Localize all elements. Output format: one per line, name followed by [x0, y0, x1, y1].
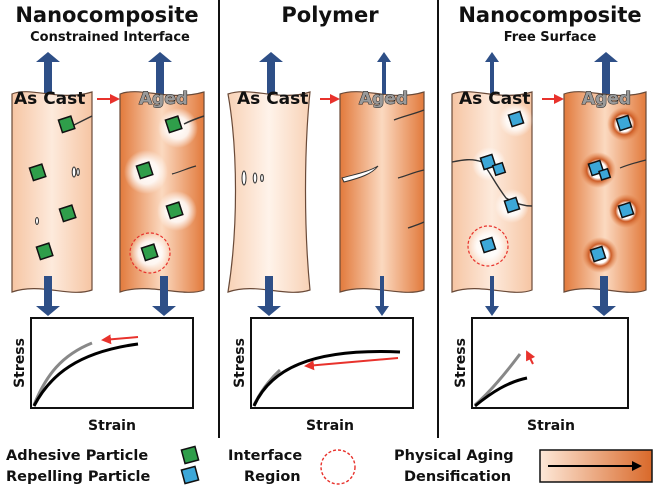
- panel-polymer: Polymer As Cast Aged Strain Stress: [227, 3, 425, 434]
- shift-arrow: [101, 334, 139, 345]
- crack: [407, 221, 425, 229]
- tension-arrow-down: [152, 276, 176, 316]
- void: [76, 168, 80, 176]
- crack: [393, 109, 425, 121]
- crack: [451, 159, 533, 207]
- interface-region-marker: [467, 225, 509, 267]
- panel-title: Nanocomposite: [458, 3, 641, 27]
- legend-interface-label-2: Region: [244, 469, 301, 485]
- tension-arrow-down: [485, 276, 499, 316]
- x-axis-label: Strain: [527, 418, 575, 434]
- tension-arrow-down: [375, 276, 389, 316]
- repelling-particle: [598, 167, 612, 181]
- legend-repelling-swatch: [180, 465, 200, 485]
- adhesive-particle: [57, 115, 76, 134]
- void: [241, 170, 247, 186]
- legend-adhesive-swatch: [180, 445, 200, 465]
- legend-interface-swatch: [320, 449, 356, 485]
- adhesive-particle: [164, 115, 183, 134]
- tension-arrow-down: [36, 276, 60, 316]
- state-label-aged: Aged: [359, 89, 408, 109]
- stress-strain-plot: [30, 317, 194, 409]
- tension-arrow-up: [377, 52, 391, 94]
- tension-arrow-up: [594, 52, 618, 94]
- legend-aging-label-1: Physical Aging: [394, 448, 514, 464]
- curve-aged: [474, 376, 528, 408]
- legend-repelling-label: Repelling Particle: [6, 469, 151, 485]
- legend-interface-label-1: Interface: [228, 448, 302, 464]
- legend: Adhesive Particle Repelling Particle Int…: [6, 445, 653, 485]
- state-label-as-cast: As Cast: [459, 89, 530, 109]
- adhesive-particle: [35, 242, 54, 261]
- repelling-particle: [589, 245, 607, 263]
- legend-adhesive-label: Adhesive Particle: [6, 448, 148, 464]
- panel-title: Polymer: [281, 3, 379, 27]
- tension-arrow-down: [592, 276, 616, 316]
- panel-subtitle: Constrained Interface: [30, 30, 190, 45]
- void: [260, 174, 264, 182]
- repelling-particle: [615, 114, 633, 132]
- tension-arrow-up: [148, 52, 172, 94]
- void: [252, 172, 258, 184]
- film-aged: [339, 91, 425, 293]
- tension-arrow-down: [257, 276, 281, 316]
- curve-as-cast: [32, 341, 93, 406]
- film-aged: [563, 91, 647, 293]
- adhesive-particle: [140, 243, 159, 262]
- state-label-as-cast: As Cast: [14, 89, 85, 109]
- repelling-particle: [479, 236, 497, 254]
- y-axis-label: Stress: [232, 338, 248, 388]
- crack: [171, 165, 197, 175]
- tension-arrow-up: [259, 52, 283, 94]
- repelling-particle: [491, 161, 507, 177]
- shift-arrow: [304, 357, 399, 371]
- film-as-cast: [227, 91, 311, 293]
- repelling-particle: [503, 196, 521, 214]
- legend-aging-label-2: Densification: [404, 469, 511, 485]
- repelling-particle: [617, 201, 635, 219]
- curve-aged: [252, 350, 401, 407]
- panel-title: Nanocomposite: [15, 3, 198, 27]
- y-axis-label: Stress: [453, 338, 469, 388]
- tension-arrow-up: [485, 52, 499, 94]
- crack: [183, 115, 205, 125]
- crack: [619, 159, 647, 169]
- x-axis-label: Strain: [88, 418, 136, 434]
- panel-free-surface: Nanocomposite Free Surface As Cast Aged: [451, 3, 647, 434]
- tension-arrow-up: [36, 52, 60, 94]
- adhesive-particle: [165, 201, 184, 220]
- x-axis-label: Strain: [306, 418, 354, 434]
- state-label-aged: Aged: [582, 89, 631, 109]
- repelling-particle: [479, 153, 497, 171]
- crack: [397, 169, 425, 179]
- panel-constrained-interface: Nanocomposite Constrained Interface: [11, 3, 205, 434]
- film-as-cast: [11, 91, 93, 293]
- panel-subtitle: Free Surface: [504, 30, 597, 45]
- curve-aged: [32, 342, 139, 407]
- void: [71, 166, 77, 178]
- crack: [341, 165, 379, 183]
- interface-region-marker: [129, 232, 171, 274]
- adhesive-particle: [58, 204, 77, 223]
- state-label-aged: Aged: [139, 89, 188, 109]
- adhesive-particle: [28, 163, 47, 182]
- state-label-as-cast: As Cast: [237, 89, 308, 109]
- shift-arrow: [526, 350, 536, 365]
- repelling-particle: [507, 110, 525, 128]
- y-axis-label: Stress: [12, 338, 28, 388]
- stress-strain-plot: [471, 317, 629, 409]
- void: [35, 217, 39, 225]
- adhesive-particle: [135, 161, 154, 180]
